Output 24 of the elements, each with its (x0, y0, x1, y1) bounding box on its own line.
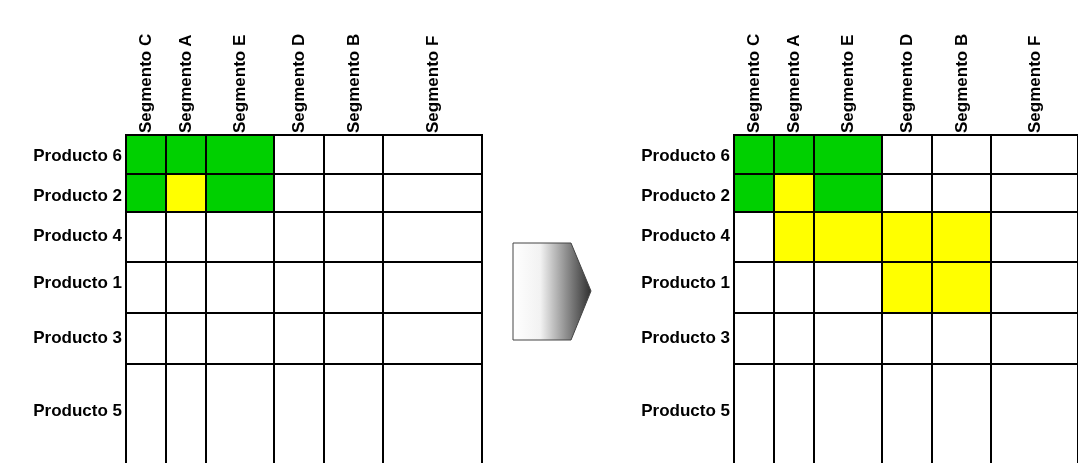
row-header: Producto 4 (33, 226, 122, 246)
column-header: Segmento A (784, 34, 804, 133)
row-header: Producto 1 (641, 273, 730, 293)
row-header: Producto 6 (641, 146, 730, 166)
row-header: Producto 5 (33, 401, 122, 421)
column-header: Segmento B (343, 33, 364, 133)
column-header: Segmento B (951, 33, 972, 133)
column-header: Segmento E (838, 34, 858, 133)
row-header: Producto 2 (33, 186, 122, 206)
column-header: Segmento F (422, 35, 443, 133)
column-header: Segmento D (897, 33, 917, 133)
row-header: Producto 5 (641, 401, 730, 421)
column-header: Segmento A (176, 34, 196, 133)
row-header: Producto 3 (33, 328, 122, 348)
column-header: Segmento C (744, 33, 764, 133)
row-header: Producto 4 (641, 226, 730, 246)
row-header: Producto 2 (641, 186, 730, 206)
column-header: Segmento F (1024, 35, 1045, 133)
row-header: Producto 6 (33, 146, 122, 166)
column-header: Segmento D (289, 33, 309, 133)
column-header: Segmento E (230, 34, 250, 133)
row-header: Producto 1 (33, 273, 122, 293)
row-header: Producto 3 (641, 328, 730, 348)
column-header: Segmento C (136, 33, 156, 133)
